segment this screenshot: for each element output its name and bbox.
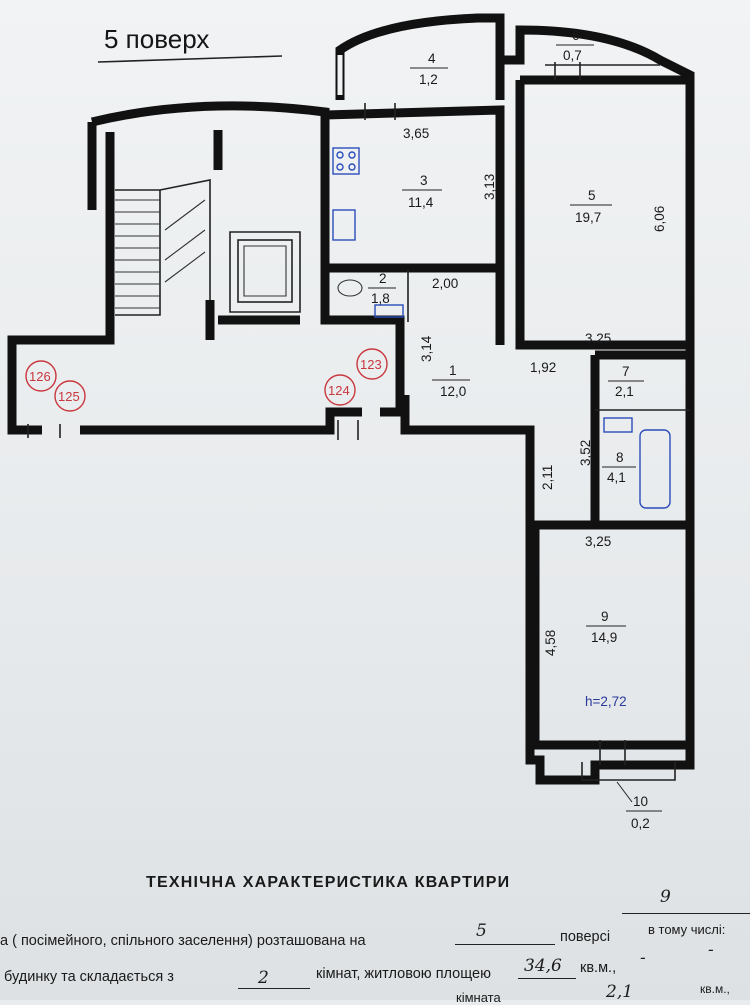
- char-dash-2: -: [708, 940, 714, 960]
- room-4-number: 4: [428, 51, 436, 66]
- char-floors-total: 9: [660, 887, 671, 907]
- dim-hall-width: 1,92: [530, 360, 556, 375]
- dim-room5-width: 3,25: [585, 331, 611, 346]
- ceiling-height: h=2,72: [585, 694, 627, 709]
- stair-outline: [115, 179, 301, 316]
- dim-hall-depth: 2,11: [540, 465, 555, 490]
- flat-marker-126: [25, 360, 57, 392]
- stove-icon: [332, 147, 360, 175]
- room-2-number: 2: [379, 271, 387, 286]
- dim-corridor-width: 2,00: [432, 276, 458, 291]
- char-line2-unit: кв.м.,: [580, 960, 617, 976]
- wall-left-block: [90, 101, 405, 417]
- char-line2-tail: в тому числі:: [648, 922, 726, 937]
- room-8-number: 8: [616, 450, 624, 465]
- flat-marker-124: [324, 374, 356, 406]
- room-8-area: 4,1: [607, 470, 626, 485]
- wall-corridor-bottom: [80, 407, 362, 435]
- room-7-number: 7: [622, 364, 630, 379]
- elevator-shaft: [237, 239, 293, 303]
- room-1-area: 12,0: [440, 384, 466, 399]
- bathtub-icon: [639, 429, 671, 509]
- flat-marker-123: [356, 348, 388, 380]
- room-6-area: 0,7: [563, 48, 582, 63]
- wall-room9: [530, 525, 690, 750]
- svg-text:126: 126: [29, 369, 51, 384]
- char-line1-mid: поверсі: [560, 929, 611, 945]
- washbasin-icon: [374, 304, 404, 318]
- wall-apartment-outer: [400, 18, 695, 785]
- toilet-icon: [337, 279, 363, 297]
- char-area-21: 2,1: [606, 982, 634, 1002]
- room-4-area: 1,2: [419, 72, 438, 87]
- char-line3-prefix: кімната: [456, 990, 501, 1005]
- dim-room9-width: 3,25: [585, 534, 611, 549]
- char-floor-value: 5: [476, 921, 487, 941]
- characteristics-heading: ТЕХНІЧНА ХАРАКТЕРИСТИКА КВАРТИРИ: [146, 874, 511, 891]
- wall-balcony-4: [335, 13, 505, 100]
- room-10-number: 10: [633, 794, 648, 809]
- room-3-area: 11,4: [408, 195, 434, 210]
- dim-room5-depth: 6,06: [652, 206, 667, 232]
- svg-text:123: 123: [360, 357, 382, 372]
- room-9-number: 9: [601, 609, 609, 624]
- room-3-number: 3: [420, 173, 428, 188]
- elevator-box: [243, 245, 287, 297]
- wall-room5: [515, 75, 690, 350]
- dim-corridor-depth: 3,14: [419, 335, 434, 362]
- flat-marker-125: [54, 380, 86, 412]
- dim-bath-depth: 3,52: [578, 440, 593, 466]
- stair-steps: [115, 199, 206, 309]
- dim-room9-depth: 4,58: [543, 630, 558, 656]
- svg-text:125: 125: [58, 389, 80, 404]
- dim-kitchen-depth: 3,13: [482, 174, 497, 200]
- door-openings: [27, 62, 626, 765]
- room-1-number: 1: [449, 363, 457, 378]
- wall-bathroom: [530, 350, 690, 530]
- dim-kitchen-width: 3,65: [403, 126, 429, 141]
- char-line3-unit: кв.м.,: [700, 982, 730, 996]
- room-7-area: 2,1: [615, 384, 634, 399]
- wall-left-stair: [7, 122, 115, 435]
- char-rooms-count: 2: [258, 968, 269, 988]
- balcony-10: [581, 762, 676, 781]
- floor-title: 5 поверх: [104, 24, 209, 54]
- char-dash-1: -: [640, 948, 646, 968]
- char-line2-prefix: будинку та складається з: [4, 969, 174, 985]
- sink-icon: [332, 209, 356, 241]
- title-underline: [97, 55, 283, 63]
- wall-kitchen-top: [324, 105, 505, 345]
- room-10-area: 0,2: [631, 816, 650, 831]
- wall-stair-top: [205, 130, 300, 340]
- washbasin2-icon: [603, 417, 633, 433]
- wall-toilet: [407, 270, 690, 411]
- room-5-number: 5: [588, 188, 596, 203]
- room-5-area: 19,7: [575, 210, 601, 225]
- char-living-area: 34,6: [524, 956, 562, 976]
- room-9-area: 14,9: [591, 630, 617, 645]
- char-line1-prefix: а ( посімейного, спільного заселення) ро…: [0, 933, 366, 949]
- char-line2-mid: кімнат, житловою площею: [316, 966, 491, 982]
- room-6-number: 6: [572, 28, 580, 43]
- room-2-area: 1,8: [371, 291, 390, 306]
- svg-text:124: 124: [328, 383, 350, 398]
